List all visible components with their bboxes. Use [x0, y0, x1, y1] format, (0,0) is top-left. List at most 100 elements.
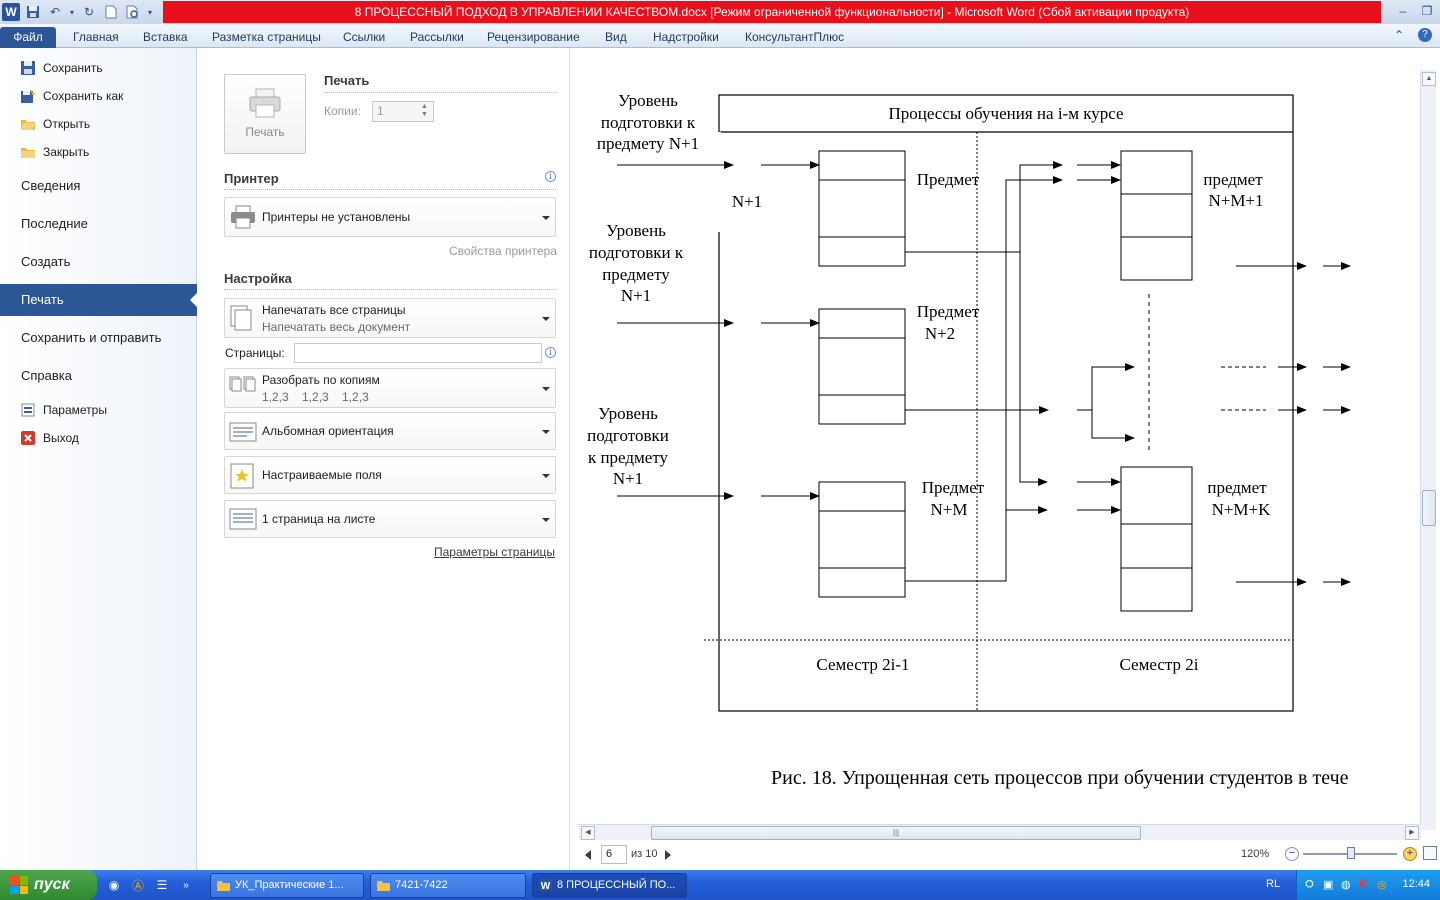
tab-page-layout[interactable]: Разметка страницы [212, 30, 321, 44]
monitor-icon[interactable]: ▣ [1323, 879, 1334, 891]
nav-tab-save-send[interactable]: Сохранить и отправить [21, 330, 162, 345]
divider [324, 92, 556, 93]
tab-addins[interactable]: Надстройки [653, 30, 719, 44]
copies-spinner[interactable]: 1 ▲▼ [372, 101, 434, 122]
ribbon-tabs: Файл Главная Вставка Разметка страницы С… [0, 24, 1440, 48]
tab-mailings[interactable]: Рассылки [410, 30, 464, 44]
copies-label: Копии: [324, 104, 361, 118]
open-command[interactable]: Открыть [20, 114, 90, 134]
copies-value: 1 [377, 104, 384, 118]
level-label-1-line-1: Уровень [618, 91, 678, 110]
print-range-dropdown[interactable]: Напечатать все страницы Напечатать весь … [224, 298, 556, 338]
zoom-out-icon[interactable]: − [1285, 847, 1299, 861]
one-page-per-sheet-icon [229, 506, 257, 534]
printer-icon [247, 87, 283, 119]
spinner-arrows-icon[interactable]: ▲▼ [421, 103, 428, 118]
tab-references[interactable]: Ссылки [343, 30, 386, 44]
printer-dropdown[interactable]: Принтеры не установлены [224, 197, 556, 237]
taskbar-item-label: 7421-7422 [395, 879, 448, 891]
tab-home[interactable]: Главная [73, 30, 119, 44]
customize-toolbar-icon[interactable]: ▾ [147, 7, 152, 17]
minimize-icon[interactable]: – [1399, 4, 1407, 18]
print-range-subtitle: Напечатать весь документ [262, 320, 411, 334]
print-preview-icon[interactable] [124, 3, 142, 21]
windows-logo-icon [10, 876, 28, 894]
redo-icon[interactable]: ↻ [83, 5, 95, 19]
dropdown-arrow-icon[interactable]: ▾ [69, 7, 74, 17]
scroll-right-icon[interactable]: ▶ [1405, 826, 1419, 840]
nav-tab-print[interactable]: Печать [0, 284, 198, 316]
more-icon[interactable]: » [183, 879, 189, 891]
zoom-to-page-icon[interactable] [1423, 846, 1437, 860]
options-icon [20, 402, 36, 418]
tab-insert[interactable]: Вставка [143, 30, 188, 44]
nav-tab-recent[interactable]: Последние [21, 216, 88, 231]
show-desktop-icon[interactable]: ☰ [156, 878, 168, 892]
exit-command[interactable]: Выход [20, 428, 79, 448]
system-tray: ⛭ ▣ ◍ K ◎ 12:44 [1296, 870, 1440, 900]
scroll-left-icon[interactable]: ◀ [581, 826, 595, 840]
chevron-down-icon [542, 474, 550, 478]
tab-review[interactable]: Рецензирование [487, 30, 580, 44]
next-page-icon[interactable] [665, 850, 671, 860]
previous-page-icon[interactable] [585, 850, 591, 860]
tab-file[interactable]: Файл [0, 27, 56, 48]
divider [224, 189, 556, 190]
close-command[interactable]: Закрыть [20, 142, 89, 162]
vertical-scrollbar[interactable]: ▲ [1420, 70, 1436, 830]
new-document-icon[interactable] [102, 3, 120, 21]
pages-per-sheet-dropdown[interactable]: 1 страница на листе [224, 500, 556, 538]
horizontal-scrollbar[interactable]: ◀ ||| ▶ [579, 824, 1421, 840]
nav-tab-help[interactable]: Справка [21, 368, 72, 383]
info-icon[interactable]: i [545, 171, 556, 182]
printer-icon [229, 203, 257, 231]
tab-konsultantplus[interactable]: КонсультантПлюс [745, 30, 845, 44]
options-command[interactable]: Параметры [20, 400, 107, 420]
horizontal-scroll-thumb[interactable]: ||| [651, 826, 1141, 840]
zoom-level[interactable]: 120% [1241, 848, 1270, 860]
save-command[interactable]: Сохранить [20, 58, 103, 78]
landscape-icon [229, 418, 257, 446]
print-button[interactable]: Печать [224, 74, 306, 154]
sound-icon[interactable]: ◍ [1341, 879, 1351, 891]
subject-left-3-line-2: N+M [931, 500, 968, 519]
start-button[interactable]: пуск [0, 870, 97, 900]
pages-input[interactable] [294, 343, 542, 363]
avast-icon[interactable]: Ⓐ [131, 878, 144, 893]
kaspersky-icon[interactable]: K [1359, 877, 1368, 891]
undo-icon[interactable]: ↶ [49, 5, 61, 19]
save-icon[interactable] [24, 3, 42, 21]
level-label-1-line-2: подготовки к [601, 113, 696, 132]
margins-dropdown[interactable]: Настраиваемые поля [224, 456, 556, 494]
info-icon[interactable]: i [545, 347, 556, 358]
semester-left-label: Семестр 2i-1 [816, 655, 909, 674]
printer-name: Принтеры не установлены [262, 210, 411, 224]
word-app-icon[interactable]: W [2, 3, 20, 21]
network-icon[interactable]: ⛭ [1305, 878, 1314, 890]
nav-tab-new[interactable]: Создать [21, 254, 71, 269]
avast-tray-icon[interactable]: ◎ [1377, 879, 1387, 891]
zoom-in-icon[interactable]: + [1403, 847, 1417, 861]
collate-dropdown[interactable]: Разобрать по копиям 1,2,3 1,2,3 1,2,3 [224, 368, 556, 408]
level-label-3-line-2: подготовки [587, 426, 669, 445]
subject-left-3-line-1: Предмет [922, 478, 985, 497]
scroll-up-icon[interactable]: ▲ [1422, 72, 1436, 86]
collapse-ribbon-icon[interactable]: ⌃ [1393, 28, 1404, 42]
zoom-slider-thumb[interactable] [1347, 847, 1355, 859]
printer-properties-link[interactable]: Свойства принтера [449, 244, 557, 258]
vertical-scroll-thumb[interactable] [1422, 490, 1436, 526]
restore-icon[interactable]: ❐ [1421, 4, 1433, 18]
language-indicator[interactable]: RL [1266, 878, 1281, 890]
taskbar-item-folder-2[interactable]: 7421-7422 [370, 873, 526, 898]
ie-icon[interactable]: ◉ [108, 878, 120, 892]
level-label-3-line-3: к предмету [588, 448, 669, 467]
taskbar-item-folder-1[interactable]: УК_Практические 1... [210, 873, 364, 898]
save-as-command[interactable]: Сохранить как [20, 86, 123, 106]
taskbar-item-word[interactable]: W 8 ПРОЦЕССНЫЙ ПО... [532, 873, 687, 898]
help-icon[interactable]: ? [1418, 28, 1432, 42]
page-setup-link[interactable]: Параметры страницы [434, 545, 555, 559]
nav-tab-info[interactable]: Сведения [21, 178, 81, 193]
tab-view[interactable]: Вид [605, 30, 627, 44]
orientation-dropdown[interactable]: Альбомная ориентация [224, 412, 556, 450]
current-page-input[interactable]: 6 [601, 845, 627, 864]
